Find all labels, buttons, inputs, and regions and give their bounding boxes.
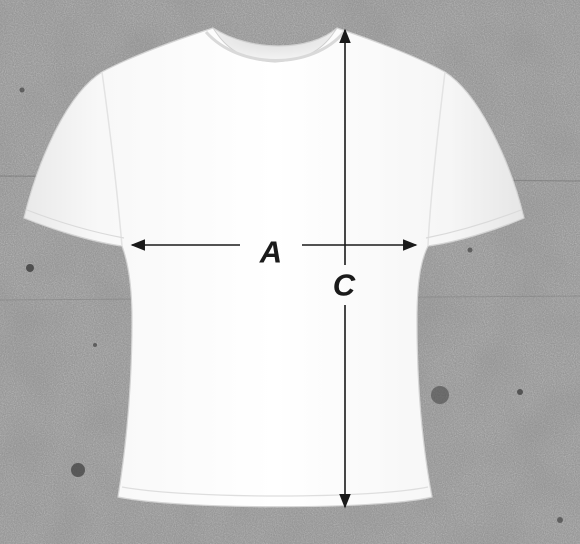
measurement-a-label: A [260, 237, 282, 268]
measurement-c-label: C [333, 270, 355, 301]
